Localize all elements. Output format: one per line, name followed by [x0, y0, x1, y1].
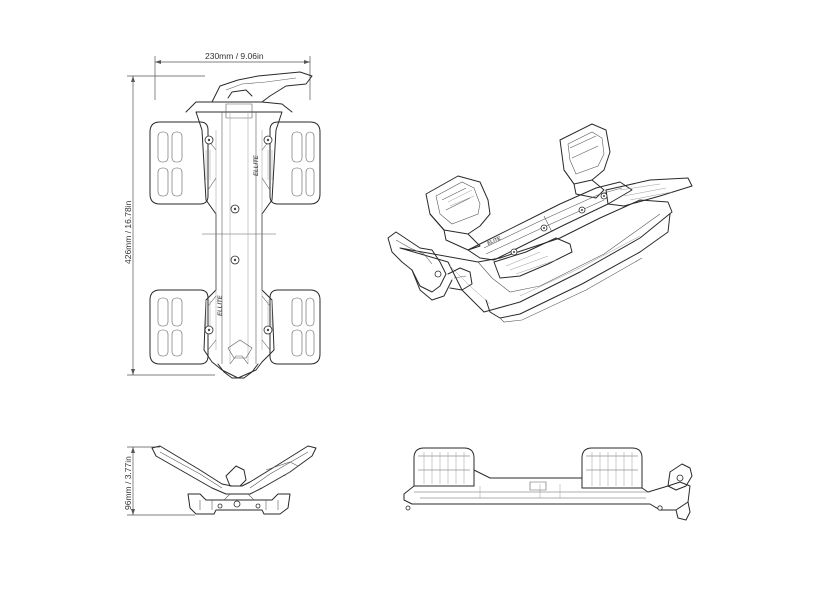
width-dimension-line: [154, 56, 311, 100]
perspective-view-clamp: [387, 231, 473, 301]
height-dimension-label: 96mm / 3.77in: [123, 456, 133, 510]
top-view-body: [149, 103, 321, 379]
top-view-clamp: [185, 71, 313, 113]
top-view-bolts: [204, 135, 273, 335]
top-view-logo-upper: ELLITE: [254, 154, 260, 176]
perspective-view: ELITE: [387, 123, 693, 323]
side-view: [403, 447, 693, 521]
top-view-logo-lower: ELLITE: [218, 294, 224, 316]
perspective-view-logo: ELITE: [486, 235, 502, 247]
front-view: [127, 445, 317, 516]
width-dimension-label: 230mm / 9.06in: [205, 51, 264, 61]
length-dimension-line: [127, 75, 215, 376]
top-view: ELLITE ELLITE: [127, 56, 321, 379]
length-dimension-label: 426mm / 16.78in: [123, 200, 133, 264]
height-dimension-line: [127, 446, 195, 516]
